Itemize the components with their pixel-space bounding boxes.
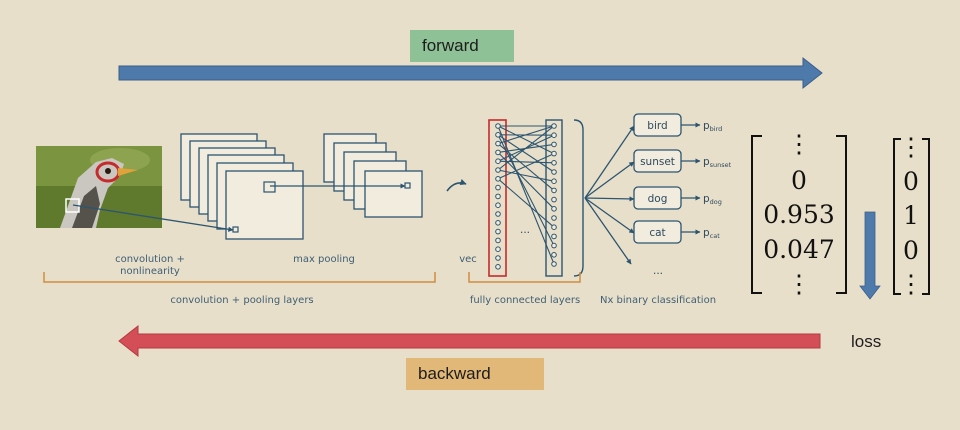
hidden-node bbox=[552, 124, 557, 129]
hidden-node bbox=[552, 225, 557, 230]
prediction-value: ⋮ bbox=[787, 269, 812, 298]
pooling-feature-maps bbox=[324, 134, 422, 217]
prediction-value: 0.953 bbox=[763, 200, 835, 229]
hidden-node bbox=[552, 216, 557, 221]
class-item-sunset: sunset psunset bbox=[634, 150, 732, 172]
vec-node bbox=[496, 238, 501, 243]
vec-node bbox=[496, 185, 501, 190]
vec-label: vec bbox=[459, 254, 477, 265]
fc-ellipsis: ... bbox=[520, 224, 530, 236]
class-item-cat: cat pcat bbox=[634, 221, 720, 243]
prediction-vector: ⋮ 0 0.953 0.047 ⋮ bbox=[763, 129, 835, 298]
class-prob: pdog bbox=[703, 193, 722, 206]
fc-group-bracket bbox=[574, 120, 583, 276]
vec-node bbox=[496, 247, 501, 252]
hidden-node bbox=[552, 161, 557, 166]
vec-node bbox=[496, 212, 501, 217]
vec-node bbox=[496, 256, 501, 261]
class-more: ... bbox=[653, 265, 663, 277]
hidden-node bbox=[552, 179, 557, 184]
target-value: 0 bbox=[903, 167, 919, 196]
class-name: sunset bbox=[640, 156, 675, 168]
target-value: 0 bbox=[903, 236, 919, 265]
vec-node bbox=[496, 141, 501, 146]
conv-pool-group-label: convolution + pooling layers bbox=[170, 295, 313, 306]
vec-node bbox=[496, 124, 501, 129]
hidden-node bbox=[552, 243, 557, 248]
down-arrow-icon bbox=[860, 212, 880, 299]
class-name: dog bbox=[648, 193, 668, 205]
binary-group-label: Nx binary classification bbox=[600, 295, 716, 306]
forward-arrow-icon bbox=[119, 58, 822, 88]
curved-arrow-icon bbox=[447, 183, 466, 191]
class-name: cat bbox=[649, 227, 665, 239]
target-vector: ⋮ 0 1 0 ⋮ bbox=[899, 132, 924, 298]
class-prob: psunset bbox=[703, 156, 732, 169]
hidden-node bbox=[552, 262, 557, 267]
fc-group-label: fully connected layers bbox=[470, 295, 580, 306]
class-item-dog: dog pdog bbox=[634, 187, 722, 209]
class-prob: pbird bbox=[703, 120, 722, 133]
hidden-node bbox=[552, 207, 557, 212]
hidden-node bbox=[552, 188, 557, 193]
vec-node bbox=[496, 168, 501, 173]
conv-label-1: convolution + bbox=[115, 254, 185, 265]
vec-node bbox=[496, 203, 501, 208]
class-list: bird pbird sunset psunset dog pdog cat pcat bbox=[634, 114, 732, 243]
class-prob: pcat bbox=[703, 227, 720, 240]
hidden-node bbox=[552, 234, 557, 239]
target-value: ⋮ bbox=[899, 269, 924, 298]
vec-node bbox=[496, 194, 501, 199]
backward-label: backward bbox=[406, 358, 544, 390]
vec-node bbox=[496, 133, 501, 138]
fc-bracket bbox=[469, 272, 580, 282]
forward-label: forward bbox=[410, 30, 514, 62]
prediction-value: 0.047 bbox=[763, 235, 835, 264]
loss-label: loss bbox=[851, 332, 881, 352]
prediction-value: 0 bbox=[791, 166, 807, 195]
backward-arrow-icon bbox=[119, 326, 820, 356]
hidden-nodes bbox=[552, 124, 557, 267]
vec-node bbox=[496, 221, 501, 226]
conv-pool-bracket bbox=[44, 272, 435, 282]
vec-nodes bbox=[496, 124, 501, 269]
vec-node bbox=[496, 159, 501, 164]
class-name: bird bbox=[647, 120, 667, 132]
hidden-node bbox=[552, 133, 557, 138]
hidden-node bbox=[552, 142, 557, 147]
hidden-node bbox=[552, 197, 557, 202]
pred-right-bracket bbox=[836, 136, 846, 293]
hidden-node bbox=[552, 253, 557, 258]
maxpool-label: max pooling bbox=[293, 254, 355, 265]
class-item-bird: bird pbird bbox=[634, 114, 722, 136]
vec-node bbox=[496, 177, 501, 182]
pred-left-bracket bbox=[752, 136, 762, 293]
vec-node bbox=[496, 150, 501, 155]
target-value: ⋮ bbox=[899, 132, 924, 161]
conv-label-2: nonlinearity bbox=[120, 266, 180, 277]
prediction-value: ⋮ bbox=[787, 129, 812, 158]
hidden-node bbox=[552, 170, 557, 175]
class-fan-lines bbox=[585, 126, 634, 264]
vec-node bbox=[496, 229, 501, 234]
hidden-node bbox=[552, 151, 557, 156]
vec-node bbox=[496, 265, 501, 270]
target-value: 1 bbox=[903, 201, 919, 230]
